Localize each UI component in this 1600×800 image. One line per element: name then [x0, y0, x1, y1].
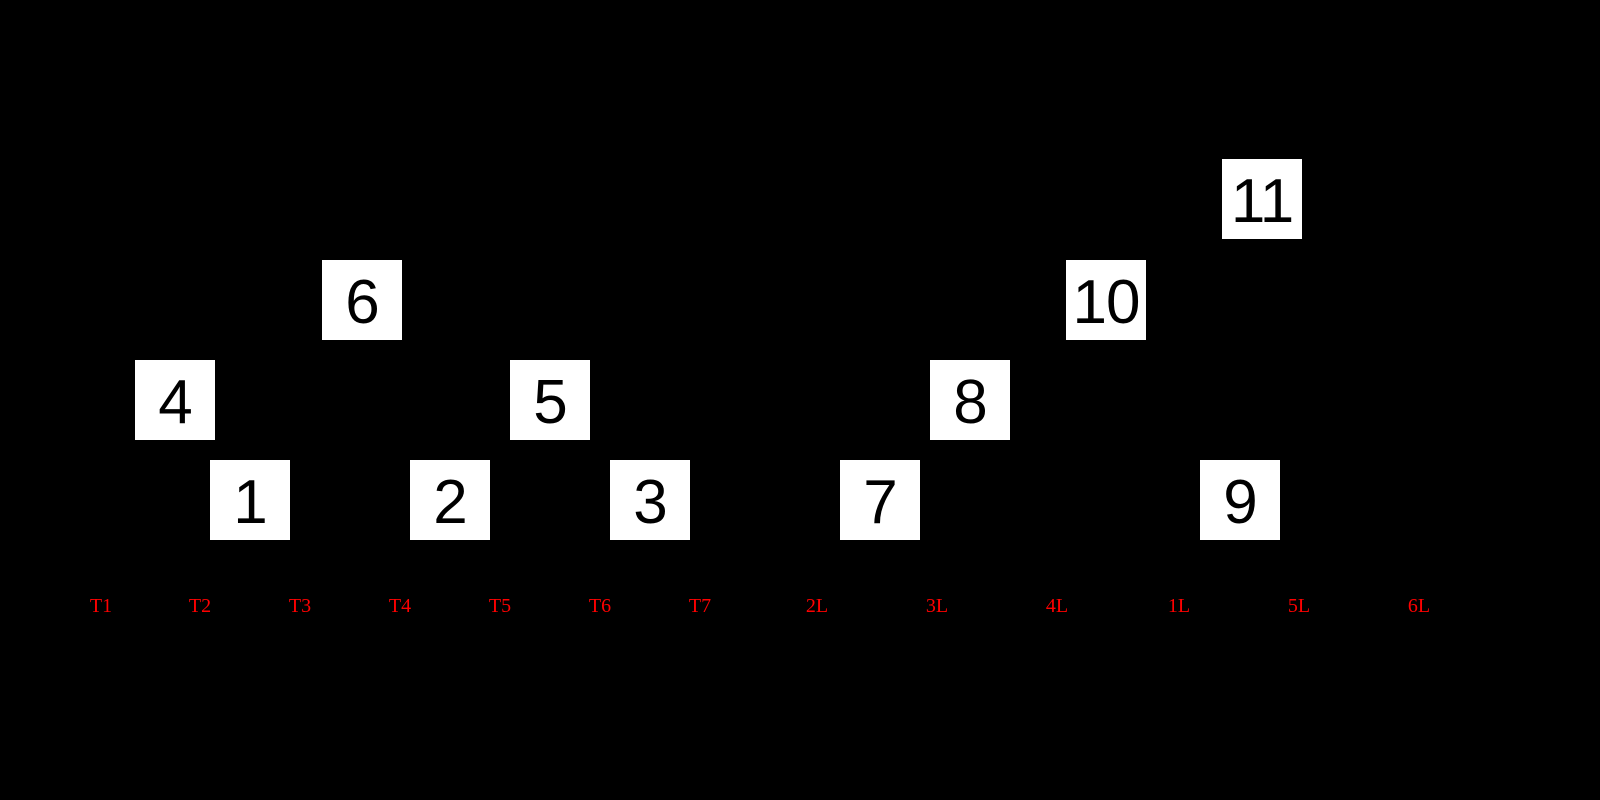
tile[interactable]: 4 [135, 360, 215, 440]
axis-tick-label: 5L [1287, 595, 1311, 617]
axis-tick-label: T5 [488, 595, 512, 617]
tile[interactable]: 10 [1066, 260, 1146, 340]
tile[interactable]: 2 [410, 460, 490, 540]
axis-tick-label: T1 [89, 595, 113, 617]
tile-number: 2 [433, 468, 467, 537]
tile-number: 11 [1230, 167, 1294, 236]
tile[interactable]: 8 [930, 360, 1010, 440]
tile[interactable]: 5 [510, 360, 590, 440]
tile-number: 3 [633, 468, 667, 537]
axis-tick-label: 4L [1045, 595, 1069, 617]
tile-number: 5 [533, 368, 567, 437]
axis-tick-label: 2L [805, 595, 829, 617]
axis-tick-label: T3 [288, 595, 312, 617]
axis-tick-label: T6 [588, 595, 612, 617]
axis-tick-label: 3L [925, 595, 949, 617]
tile-number: 7 [863, 468, 897, 537]
tile-number: 4 [158, 368, 192, 437]
tile-number: 1 [233, 468, 267, 537]
axis-tick-label: T4 [388, 595, 412, 617]
tile[interactable]: 7 [840, 460, 920, 540]
tile[interactable]: 3 [610, 460, 690, 540]
tile[interactable]: 6 [322, 260, 402, 340]
axis-tick-label: T7 [688, 595, 712, 617]
axis-tick-label: T2 [188, 595, 212, 617]
tile[interactable]: 9 [1200, 460, 1280, 540]
tile-number: 9 [1223, 468, 1257, 537]
tile-number: 8 [953, 368, 987, 437]
axis-tick-label: 1L [1167, 595, 1191, 617]
tile-number: 10 [1072, 268, 1141, 337]
tile[interactable]: 1 [210, 460, 290, 540]
tile-number: 6 [345, 268, 379, 337]
tile[interactable]: 11 [1222, 159, 1302, 239]
axis-tick-label: 6L [1407, 595, 1431, 617]
